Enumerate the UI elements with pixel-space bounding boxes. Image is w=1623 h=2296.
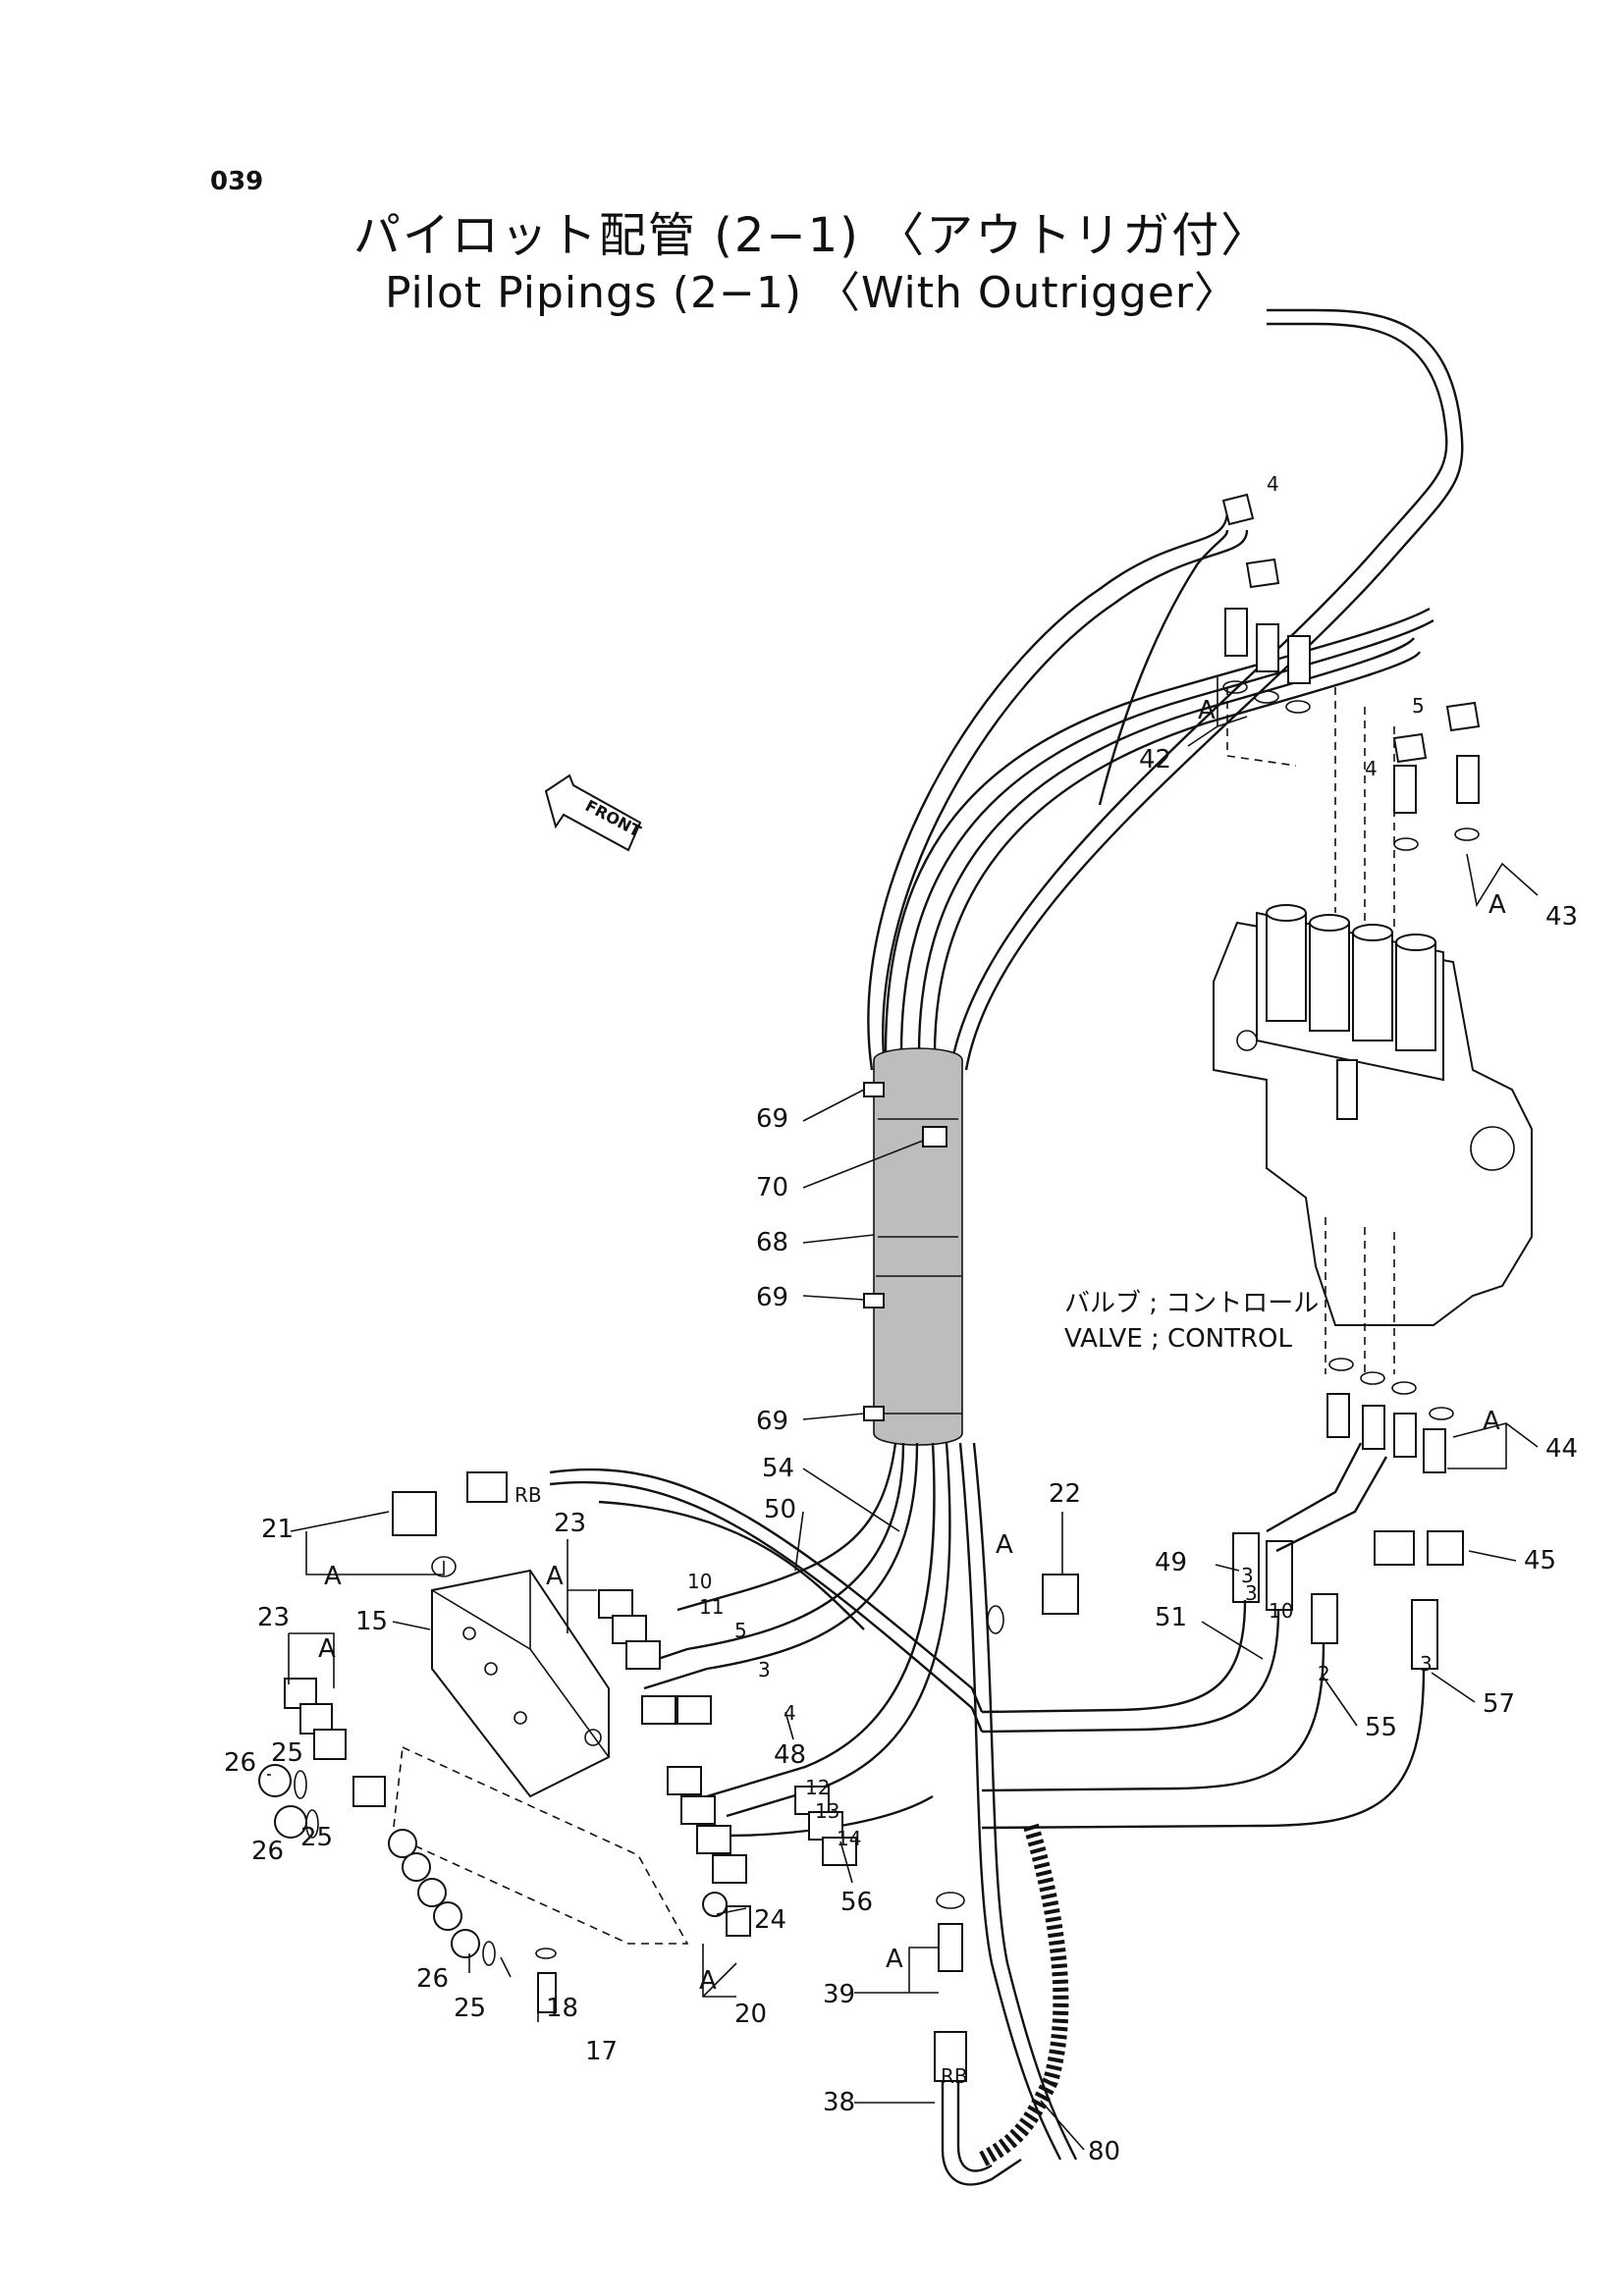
right-fittings: [392, 1471, 1079, 1937]
fitting-38: [934, 2031, 967, 2082]
hose-mark-10: 10: [687, 1570, 712, 1593]
callout-20: 20: [734, 2000, 767, 2029]
upper-hose-bundle: [867, 308, 1464, 1077]
left-fittings: [258, 1678, 496, 1966]
elbow-21: [392, 1491, 437, 1536]
valve-label-jp: バルブ ; コントロール: [1064, 1289, 1319, 1318]
hose-mark-3-b: 3: [1420, 1652, 1433, 1676]
callout-57: 57: [1483, 1689, 1515, 1719]
callout-23-left: 23: [257, 1603, 290, 1632]
bolt-17: [537, 1972, 557, 2013]
callout-38: 38: [823, 2088, 855, 2117]
callout-43: 43: [1545, 902, 1578, 932]
hose-mark-11: 11: [699, 1595, 724, 1619]
detail-a-21: A: [324, 1562, 342, 1591]
hose-mark-10-b: 10: [1269, 1599, 1293, 1623]
hose-mark-14: 14: [837, 1827, 861, 1850]
clamp-70: [922, 1126, 947, 1148]
clamp-69-mid: [863, 1293, 885, 1308]
callout-15: 15: [355, 1607, 388, 1636]
detail-a-20: A: [699, 1966, 717, 1996]
hose-mark-3-a: 3: [1245, 1581, 1258, 1605]
callout-26-a: 26: [224, 1748, 256, 1778]
protective-sleeve: [863, 1047, 963, 1446]
callout-55: 55: [1365, 1713, 1397, 1742]
callout-49: 49: [1155, 1548, 1187, 1577]
hose-marks: 4 5 4 3 2 3 10 11 5 3 4 12 13 14 3 10: [687, 472, 1433, 1850]
callout-24: 24: [754, 1905, 786, 1935]
callout-25-b: 25: [300, 1823, 333, 1852]
callout-17: 17: [585, 2037, 618, 2066]
callout-56: 56: [840, 1888, 873, 1917]
hose-mark-2: 2: [1318, 1662, 1330, 1685]
port-rb-upper: RB: [514, 1483, 542, 1507]
page-number: 039: [210, 167, 264, 196]
callout-25-a: 25: [271, 1738, 303, 1768]
hose-mark-12: 12: [805, 1776, 830, 1799]
callout-26-c: 26: [416, 1964, 449, 1994]
leader-lines: [267, 677, 1539, 2151]
callout-69-top: 69: [756, 1104, 788, 1134]
plug-20: [726, 1905, 751, 1937]
detail-marks: A A A A A A A A A RB RB: [318, 696, 1506, 2088]
callout-69-mid: 69: [756, 1283, 788, 1312]
callout-22: 22: [1049, 1479, 1081, 1509]
callout-26-b: 26: [251, 1837, 284, 1866]
title-japanese: パイロット配管 (2−1) 〈アウトリガ付〉: [352, 208, 1271, 263]
detail-a-23-left: A: [318, 1634, 336, 1664]
callout-50: 50: [764, 1495, 796, 1524]
callout-48: 48: [774, 1740, 806, 1770]
hose-mark-3-c: 3: [758, 1658, 771, 1682]
hose-mark-5: 5: [1412, 694, 1425, 718]
callout-45: 45: [1524, 1546, 1556, 1575]
lower-hose-bundle: [549, 1442, 1078, 2161]
spring-guard: [934, 1823, 1069, 2186]
callout-80: 80: [1088, 2137, 1120, 2166]
clamp-69-low: [863, 1406, 885, 1421]
detail-a-44: A: [1483, 1407, 1500, 1436]
callout-42: 42: [1139, 745, 1171, 774]
bottom-fittings: [981, 1358, 1464, 1830]
detail-a-39: A: [886, 1945, 903, 1974]
valve-label-en: VALVE ; CONTROL: [1064, 1324, 1293, 1354]
hose-mark-3-d: 3: [1241, 1564, 1254, 1587]
callout-54: 54: [762, 1454, 794, 1483]
control-valve: [1213, 687, 1533, 1374]
callout-68: 68: [756, 1228, 788, 1257]
fitting-39: [938, 1923, 963, 1972]
port-rb-lower: RB: [941, 2064, 968, 2088]
clamp-69-top: [863, 1082, 885, 1097]
hose-mark-13: 13: [815, 1799, 839, 1823]
callout-44: 44: [1545, 1434, 1578, 1464]
callout-51: 51: [1155, 1603, 1187, 1632]
callout-70: 70: [756, 1173, 788, 1202]
callout-18: 18: [546, 1994, 578, 2023]
hose-mark-4-valve: 4: [1365, 757, 1378, 780]
callout-numbers: 69 70 68 69 69 54 50 22 21 23 15 23 26 2…: [224, 745, 1578, 2166]
title-english: Pilot Pipings (2−1) 〈With Outrigger〉: [384, 268, 1238, 318]
hose-mark-4-top: 4: [1267, 472, 1279, 496]
callout-39: 39: [823, 1980, 855, 2009]
hose-mark-5-b: 5: [734, 1619, 747, 1642]
callout-21: 21: [261, 1515, 294, 1544]
manifold-block: [392, 1569, 689, 2013]
hose-mark-4-c: 4: [784, 1701, 796, 1725]
callout-69-low: 69: [756, 1407, 788, 1436]
callout-23-top: 23: [554, 1509, 586, 1538]
detail-a-23-top: A: [546, 1562, 564, 1591]
top-fittings: [1221, 493, 1481, 851]
detail-a-42: A: [1198, 696, 1216, 725]
front-arrow-icon: FRONT: [544, 774, 644, 852]
callout-25-c: 25: [454, 1994, 486, 2023]
elbow-22: [1042, 1574, 1079, 1615]
detail-a-43: A: [1488, 890, 1506, 920]
detail-a-22: A: [996, 1530, 1013, 1560]
